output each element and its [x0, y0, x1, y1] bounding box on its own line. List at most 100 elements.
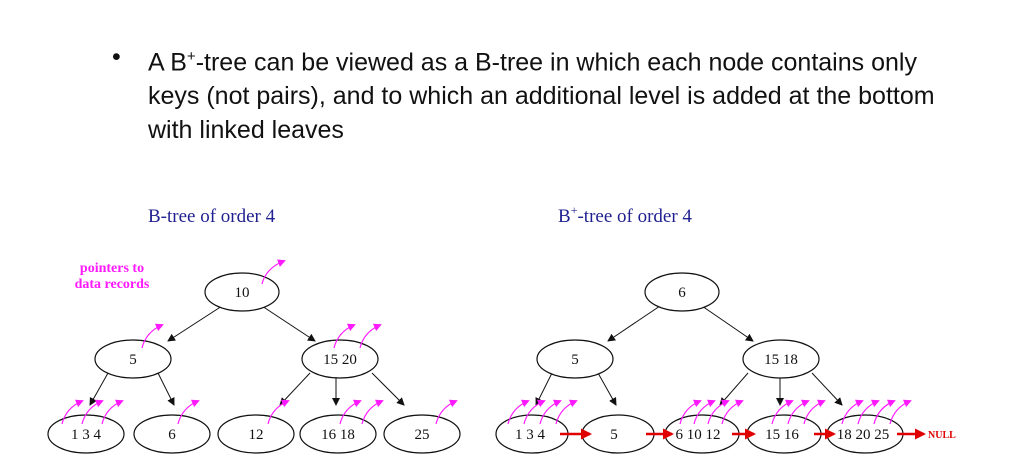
btree-edge: [279, 372, 311, 406]
bplustree-edges: [535, 305, 843, 406]
bplustree-left-internal-node: 5: [536, 339, 614, 379]
btree-edge: [157, 372, 175, 406]
data-pointer-arrow: [787, 399, 810, 425]
btree-node-shape: [299, 414, 377, 454]
btree-right-internal-label: 15 20: [323, 352, 357, 368]
btree-node-shape: [383, 414, 461, 454]
bplustree-edge: [811, 372, 843, 406]
bplustree-left-internal-label: 5: [571, 352, 579, 368]
bplustree-data-pointers: [507, 399, 912, 425]
btree-node-shape: [301, 339, 379, 379]
btree-leaf-node: 12: [217, 414, 295, 454]
btree-left-internal-label: 5: [129, 352, 137, 368]
btree-leaf-node: 25: [383, 414, 461, 454]
bullet-text-sup: +: [186, 48, 196, 65]
data-pointer-arrow: [61, 399, 84, 425]
bplustree-leaf-node: 1 3 4: [495, 414, 569, 454]
btree-leaf-label: 25: [415, 427, 430, 443]
data-pointer-arrow: [693, 399, 716, 425]
btree-node-shape: [94, 339, 172, 379]
data-pointer-arrow: [359, 323, 382, 349]
data-pointer-arrow: [707, 399, 730, 425]
bplustree-leaf-node: 18 20 25: [826, 414, 904, 454]
bplustree-caption: B+-tree of order 4: [558, 203, 692, 227]
data-pointer-arrow: [873, 399, 896, 425]
btree-leaf-node: 16 18: [299, 414, 377, 454]
data-pointer-arrow: [435, 399, 458, 425]
btree-node-shape: [217, 414, 295, 454]
null-label: NULL: [928, 430, 956, 441]
pointer-label-line1: pointers to: [80, 261, 144, 276]
data-pointer-arrow: [101, 399, 124, 425]
data-pointer-arrow: [333, 323, 356, 349]
data-pointer-arrow: [177, 399, 200, 425]
btree-edge: [261, 305, 316, 342]
data-pointer-arrow: [721, 399, 744, 425]
pointer-label-line2: data records: [75, 277, 150, 292]
data-pointer-arrow: [81, 399, 104, 425]
btree-node-shape: [204, 272, 280, 312]
bplustree-leaf-label: 15 16: [765, 427, 799, 443]
btree-right-internal-node: 15 20: [301, 339, 379, 379]
bplustree-edge: [597, 372, 617, 406]
data-pointer-arrow: [361, 399, 384, 425]
bplustree-leaf-node: 15 16: [746, 414, 822, 454]
btree-leaf-label: 16 18: [321, 427, 355, 443]
data-pointer-arrow: [679, 399, 702, 425]
data-pointer-arrow: [267, 399, 290, 425]
bplustree-leaf-label: 1 3 4: [515, 427, 546, 443]
data-pointer-arrow: [339, 399, 362, 425]
bplustree-leaf-node: 6 10 12: [664, 414, 740, 454]
data-pointer-arrow: [857, 399, 880, 425]
bplustree-root-label: 6: [678, 285, 686, 301]
bplustree-right-internal-label: 15 18: [764, 352, 798, 368]
bplustree-node-shape: [536, 339, 614, 379]
btree-data-pointers: [61, 259, 458, 425]
data-pointer-arrow: [261, 259, 286, 285]
bplustree-leaf-node: 5: [581, 414, 655, 454]
btree-leaf-node: 6: [133, 414, 211, 454]
btree-leaf-node: 1 3 4: [47, 414, 125, 454]
data-pointer-arrow: [539, 399, 562, 425]
bullet-text: A B+-tree can be viewed as a B-tree in w…: [148, 40, 968, 147]
btree-edges: [89, 305, 405, 406]
btree-leaf-label: 6: [168, 427, 176, 443]
data-pointer-arrow: [889, 399, 912, 425]
bullet-text-part1: A B: [148, 48, 187, 77]
bplustree-node-shape: [581, 414, 655, 454]
btree-left-internal-node: 5: [94, 339, 172, 379]
bplustree-edge: [719, 372, 749, 406]
btree-caption: B-tree of order 4: [148, 206, 276, 227]
bplustree-edge: [607, 305, 661, 342]
btree-leaf-label: 1 3 4: [71, 427, 102, 443]
bplustree-leaf-label: 18 20 25: [837, 427, 890, 443]
btree-edge: [167, 305, 223, 342]
bplustree-caption-suffix: -tree of order 4: [577, 206, 692, 227]
bplustree-node-shape: [742, 339, 820, 379]
bullet-text-part2: -tree can be viewed as a B-tree in which…: [148, 48, 935, 145]
data-pointer-arrow: [507, 399, 530, 425]
bplustree-caption-sup: +: [571, 203, 578, 217]
data-pointer-arrow: [841, 399, 864, 425]
bplustree-right-internal-node: 15 18: [742, 339, 820, 379]
bplustree-node-shape: [644, 272, 720, 312]
bplustree-caption-prefix: B: [558, 206, 571, 227]
btree-root-label: 10: [235, 285, 250, 301]
bplustree-leaf-label: 5: [610, 427, 618, 443]
bullet-dot: •: [112, 43, 121, 71]
bplustree-edge: [535, 372, 553, 406]
data-pointer-arrow: [803, 399, 826, 425]
data-pointer-arrow: [141, 323, 164, 349]
btree-root-node: 10: [204, 272, 280, 312]
btree-edge: [89, 372, 109, 406]
bplustree-leaf-label: 6 10 12: [676, 427, 721, 443]
bplustree-edge: [701, 305, 754, 342]
bplustree-root-node: 6: [644, 272, 720, 312]
btree-node-shape: [133, 414, 211, 454]
data-pointer-arrow: [771, 399, 794, 425]
data-pointer-arrow: [523, 399, 546, 425]
btree-leaf-label: 12: [249, 427, 264, 443]
btree-edge: [371, 372, 405, 406]
data-pointer-arrow: [555, 399, 578, 425]
